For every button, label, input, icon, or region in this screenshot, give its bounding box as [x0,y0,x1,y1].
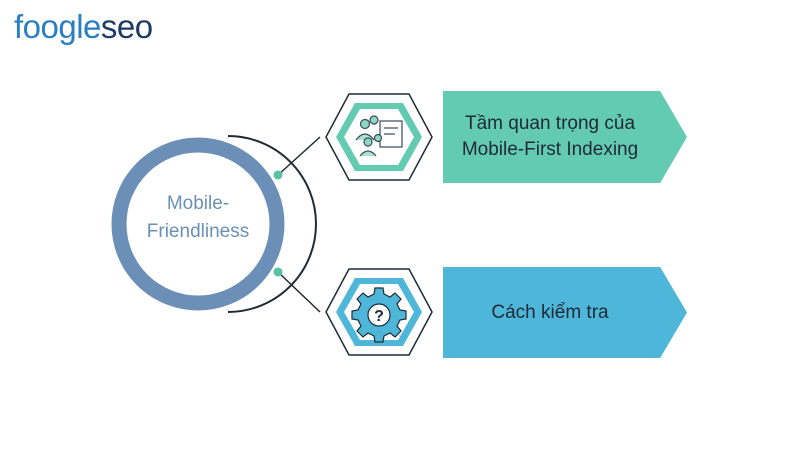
logo-text-foogle: foogle [14,7,101,45]
connector-top [277,136,321,176]
team-presentation-icon [355,115,403,157]
center-label-line1: Mobile- [166,193,230,214]
connector-dot-top [273,170,283,180]
arrow-box-how-to-check: Cách kiểm tra [443,267,687,358]
connector-bottom [277,271,321,313]
logo-text-seo: seo [100,7,153,45]
center-label: Mobile- Friendliness [123,190,273,246]
outer-arc [227,135,317,313]
arrow-box-importance-line1: Tầm quan trọng của [464,113,636,134]
arrow-box-importance: Tầm quan trọng của Mobile-First Indexing [443,91,687,183]
svg-text:?: ? [374,308,384,325]
arrow-box-importance-line2: Mobile-First Indexing [461,139,639,160]
connector-dot-bottom [273,267,283,277]
gear-question-icon: ? [351,287,407,343]
center-ring [111,137,285,311]
center-label-line2: Friendliness [146,221,250,242]
arrow-box-how-to-check-label: Cách kiểm tra [491,301,609,323]
